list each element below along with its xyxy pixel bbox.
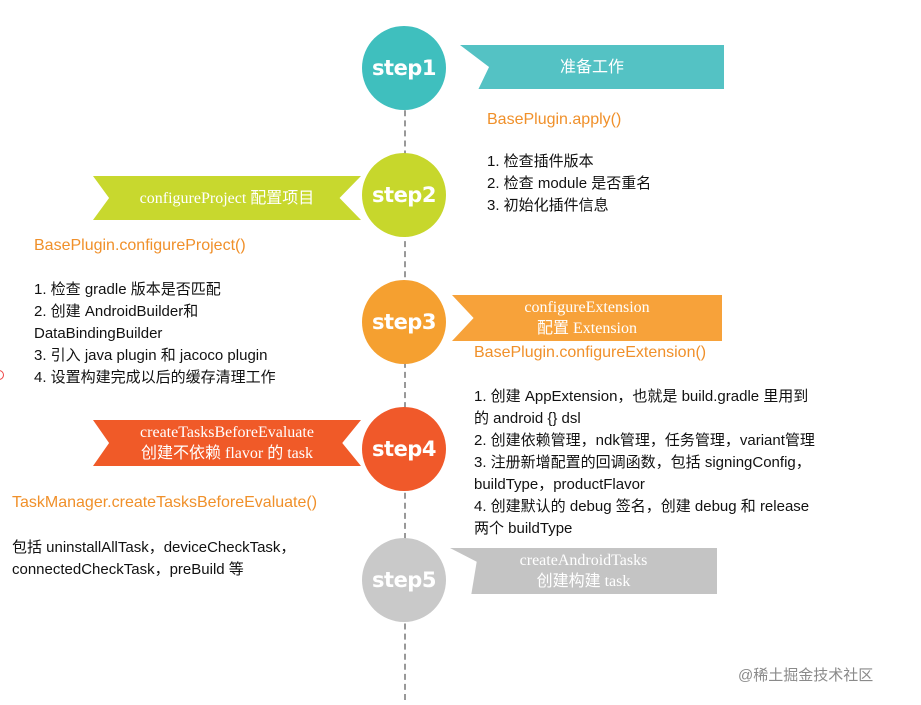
- step2-banner-line: configureProject 配置项目: [139, 189, 315, 207]
- step1-circle: step1: [362, 26, 446, 110]
- step5-circle: step5: [362, 538, 446, 622]
- step4-banner: createTasksBeforeEvaluate 创建不依赖 flavor 的…: [93, 420, 361, 466]
- step3-desc-line: 3. 注册新增配置的回调函数，包括 signingConfig，: [474, 454, 811, 471]
- step4-function: TaskManager.createTasksBeforeEvaluate(): [12, 494, 318, 511]
- step1-desc-line: 1. 检查插件版本: [487, 153, 594, 170]
- step1-desc-line: 2. 检查 module 是否重名: [487, 175, 652, 192]
- step2-circle: step2: [362, 153, 446, 237]
- step4-desc-line: connectedCheckTask，preBuild 等: [12, 561, 244, 578]
- step1-banner-line: 准备工作: [559, 58, 624, 76]
- step2-function: BasePlugin.configureProject(): [34, 237, 246, 254]
- timeline-dashed-line: [404, 70, 406, 700]
- step5-banner-line1: createAndroidTasks: [519, 552, 648, 569]
- step1-desc-line: 3. 初始化插件信息: [487, 197, 609, 214]
- step1-banner: 准备工作: [460, 45, 724, 89]
- step3-desc-line: 的 android {} dsl: [474, 410, 581, 427]
- step3-desc-line: 两个 buildType: [474, 520, 573, 537]
- step1-description: 1. 检查插件版本 2. 检查 module 是否重名 3. 初始化插件信息: [487, 151, 651, 217]
- step4-description: 包括 uninstallAllTask，deviceCheckTask， con…: [12, 537, 295, 581]
- step3-description: 1. 创建 AppExtension，也就是 build.gradle 里用到 …: [474, 386, 815, 540]
- step2-desc-line: 4. 设置构建完成以后的缓存清理工作: [34, 369, 276, 386]
- step3-desc-line: 4. 创建默认的 debug 签名，创建 debug 和 release: [474, 498, 810, 515]
- step4-desc-line: 包括 uninstallAllTask，deviceCheckTask，: [12, 539, 296, 556]
- step3-banner: configureExtension 配置 Extension: [452, 295, 722, 341]
- step5-banner-line2: 创建构建 task: [536, 573, 631, 590]
- watermark: @稀土掘金技术社区: [738, 667, 874, 684]
- step2-description: 1. 检查 gradle 版本是否匹配 2. 创建 AndroidBuilder…: [34, 279, 276, 389]
- step2-desc-line: 2. 创建 AndroidBuilder和: [34, 303, 199, 320]
- step4-label: step4: [372, 437, 436, 461]
- step3-desc-line: 2. 创建依赖管理，ndk管理，任务管理，variant管理: [474, 432, 815, 449]
- step4-banner-line2: 创建不依赖 flavor 的 task: [141, 445, 313, 462]
- step3-banner-line1: configureExtension: [524, 299, 650, 316]
- step2-desc-line: 1. 检查 gradle 版本是否匹配: [34, 281, 221, 298]
- step2-label: step2: [372, 183, 436, 207]
- step2-desc-line: 3. 引入 java plugin 和 jacoco plugin: [34, 347, 268, 364]
- step5-banner: createAndroidTasks 创建构建 task: [450, 548, 717, 594]
- step3-function: BasePlugin.configureExtension(): [474, 344, 707, 361]
- step4-banner-line1: createTasksBeforeEvaluate: [140, 424, 314, 441]
- step1-label: step1: [372, 56, 436, 80]
- step3-desc-line: buildType，productFlavor: [474, 476, 645, 493]
- step3-desc-line: 1. 创建 AppExtension，也就是 build.gradle 里用到: [474, 388, 809, 405]
- step1-function: BasePlugin.apply(): [487, 111, 622, 128]
- step2-desc-line: DataBindingBuilder: [34, 325, 163, 342]
- step3-banner-line2: 配置 Extension: [537, 320, 637, 337]
- edge-mark-icon: [0, 370, 4, 380]
- step3-circle: step3: [362, 280, 446, 364]
- step3-label: step3: [372, 310, 436, 334]
- step4-circle: step4: [362, 407, 446, 491]
- step5-label: step5: [372, 568, 436, 592]
- step2-banner: configureProject 配置项目: [93, 176, 361, 220]
